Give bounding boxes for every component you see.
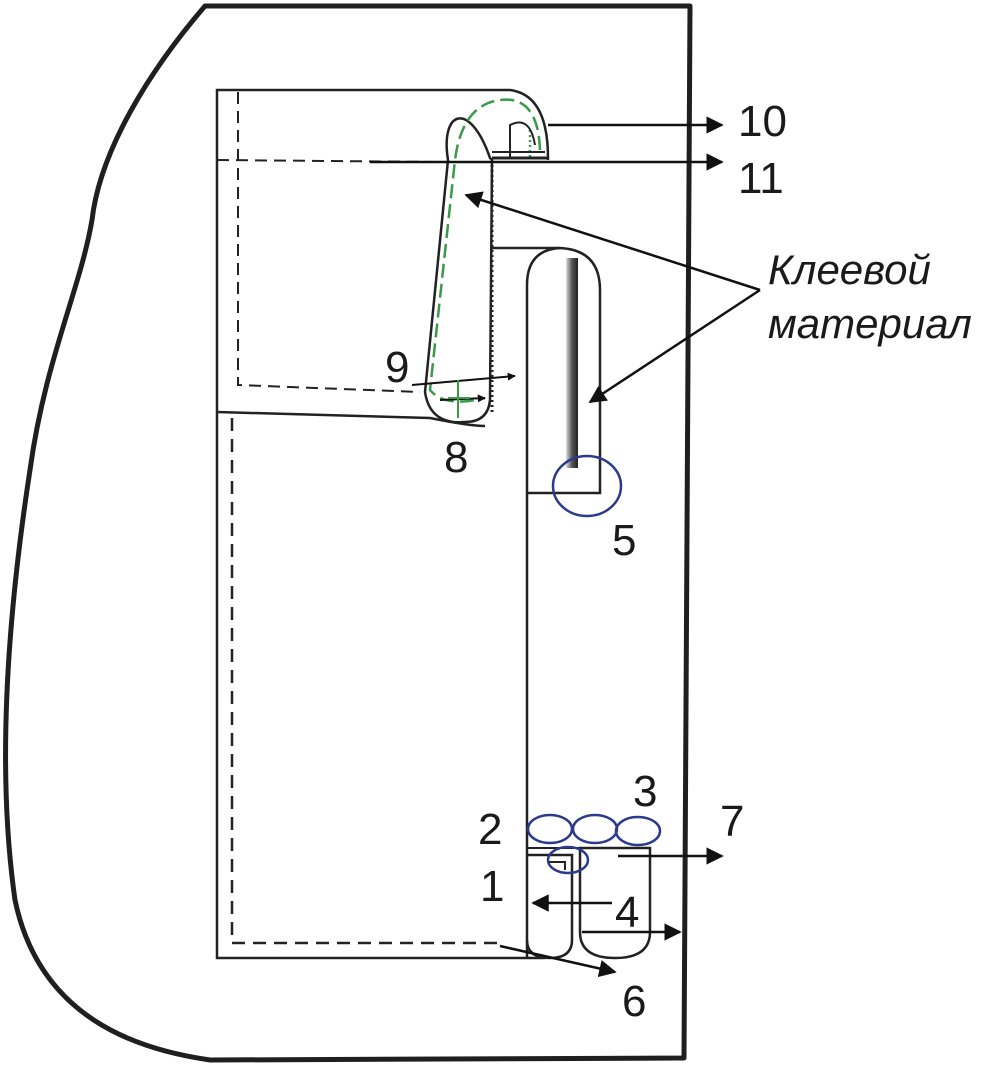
- arrow-adhesive-to-flap: [464, 191, 761, 292]
- flap-seam-line: [237, 92, 421, 393]
- lower-welt-inner: [525, 853, 574, 960]
- marker-ellipse-2: [526, 813, 574, 845]
- label-adhesive-line2: материал: [768, 300, 972, 347]
- flap-outline: [215, 88, 550, 412]
- top-loop-inner: [509, 121, 536, 158]
- lower-welt-facing: [547, 861, 566, 870]
- label-adhesive-line1: Клеевой: [768, 246, 931, 293]
- welt-strip-outline: [492, 246, 602, 495]
- pocket-panel-outline: [215, 412, 545, 960]
- label-10: 10: [738, 97, 787, 146]
- label-11: 11: [738, 154, 784, 203]
- garment-outline: [3, 3, 693, 1063]
- pocket-seam-line: [230, 418, 500, 945]
- marker-ellipse-2b: [571, 813, 619, 845]
- lower-pocket-bag: [578, 846, 652, 960]
- label-4: 4: [615, 888, 639, 937]
- adhesive-material-strip: [566, 258, 578, 468]
- label-6: 6: [622, 977, 646, 1026]
- label-5: 5: [612, 516, 636, 565]
- marker-ellipse-1: [546, 845, 590, 875]
- stitch-tick-8: [448, 380, 470, 418]
- label-2: 2: [478, 805, 502, 854]
- label-9: 9: [385, 343, 409, 392]
- welt-outer-border: [525, 246, 561, 958]
- folded-flap: [423, 117, 494, 424]
- arrow-adhesive-to-strip: [588, 288, 761, 404]
- arrow-9: [411, 372, 516, 386]
- label-7: 7: [720, 797, 744, 846]
- label-8: 8: [444, 433, 468, 482]
- label-3: 3: [633, 767, 657, 816]
- marker-ellipse-3: [614, 815, 662, 847]
- arrow-6: [499, 944, 617, 978]
- label-1: 1: [480, 862, 504, 911]
- marker-ellipse-5: [551, 454, 623, 518]
